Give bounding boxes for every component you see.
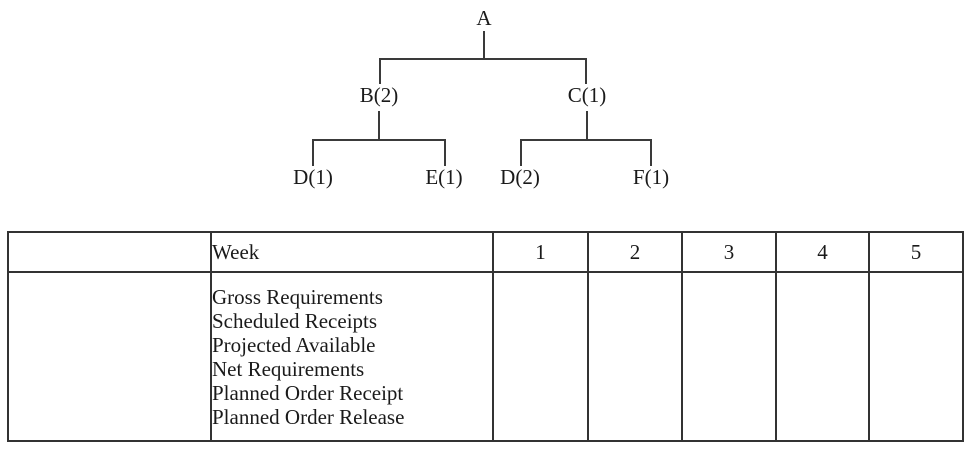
row-label-planned-order-receipt: Planned Order Receipt xyxy=(212,380,404,405)
tree-node-e: E(1) xyxy=(425,165,463,189)
week-2-values-cell xyxy=(587,271,683,442)
week-1-header: 1 xyxy=(492,231,589,273)
row-label-scheduled-receipts: Scheduled Receipts xyxy=(212,308,378,333)
tree-node-d-under-b: D(1) xyxy=(293,165,333,189)
item-detail-cell xyxy=(7,271,212,442)
mrp-record-table: Week 1 2 3 4 5 Gross Requirements Schedu… xyxy=(7,231,964,442)
item-name-cell xyxy=(7,231,212,273)
product-structure-tree: A B(2) C(1) D(1) E(1) D(2) F(1) xyxy=(293,6,670,189)
week-4-header: 4 xyxy=(775,231,870,273)
row-label-net-requirements: Net Requirements xyxy=(212,356,365,381)
tree-node-d-under-c: D(2) xyxy=(500,165,540,189)
tree-node-a: A xyxy=(476,6,492,30)
tree-node-c: C(1) xyxy=(567,83,607,107)
table-body-row: Gross Requirements Scheduled Receipts Pr… xyxy=(7,271,964,442)
row-label-gross-requirements: Gross Requirements xyxy=(212,284,383,309)
week-4-values-cell xyxy=(775,271,870,442)
row-label-planned-order-release: Planned Order Release xyxy=(212,404,405,429)
tree-node-f: F(1) xyxy=(632,165,670,189)
week-1-values-cell xyxy=(492,271,589,442)
table-header-row: Week 1 2 3 4 5 xyxy=(7,231,964,273)
tree-node-b: B(2) xyxy=(359,83,399,107)
row-label-projected-available: Projected Available xyxy=(212,332,376,357)
week-header-label: Week xyxy=(210,231,494,273)
week-3-values-cell xyxy=(681,271,777,442)
week-2-header: 2 xyxy=(587,231,683,273)
tree-connector-lines xyxy=(312,31,652,166)
week-5-values-cell xyxy=(868,271,964,442)
week-5-header: 5 xyxy=(868,231,964,273)
mrp-row-labels-cell: Gross Requirements Scheduled Receipts Pr… xyxy=(210,271,494,442)
week-3-header: 3 xyxy=(681,231,777,273)
